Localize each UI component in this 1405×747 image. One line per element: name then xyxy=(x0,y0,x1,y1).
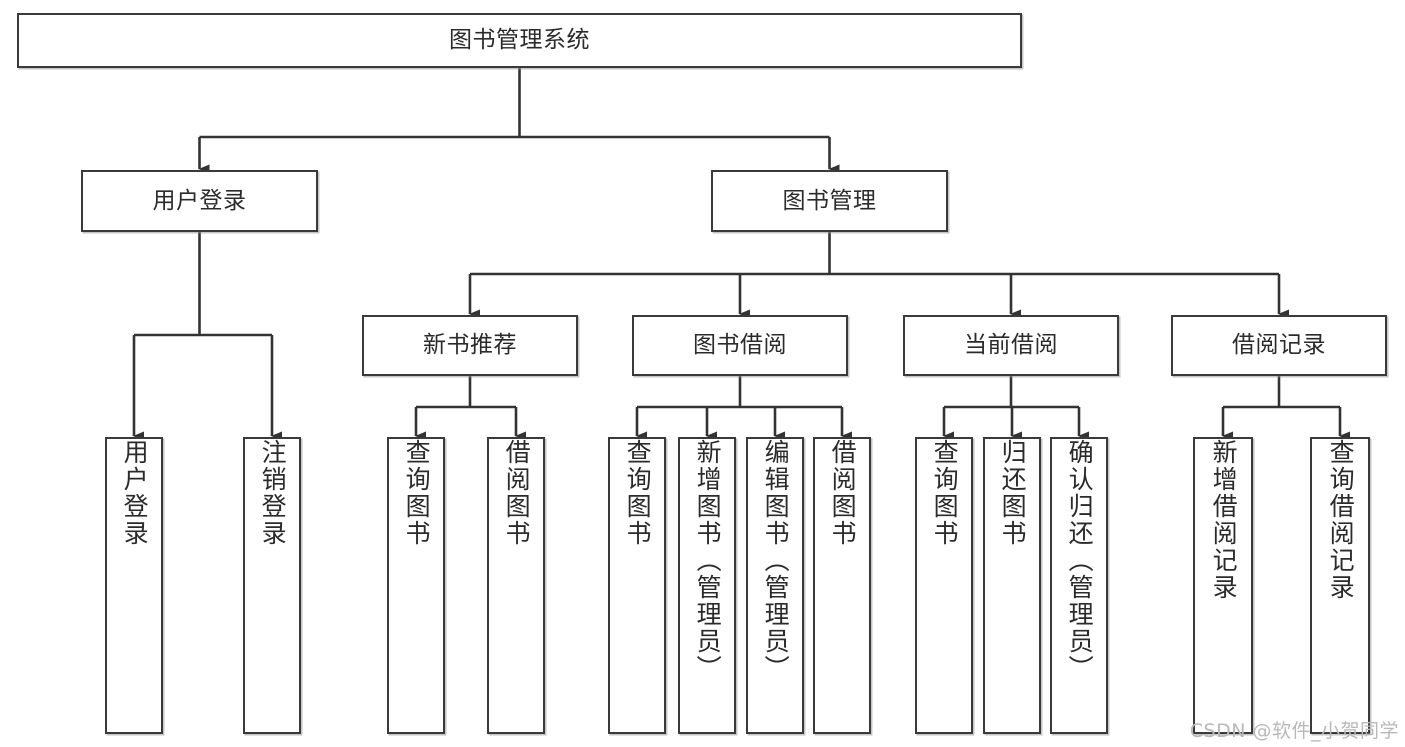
node-label-new-book-recommend: 新书推荐 xyxy=(423,332,517,358)
node-label-leaf-borrow-book: 借阅图书 xyxy=(828,439,858,547)
node-label-leaf-borrow-book-recommend: 借阅图书 xyxy=(502,439,532,547)
node-label-leaf-return-book: 归还图书 xyxy=(998,439,1028,547)
node-label-leaf-query-borrow-record: 查询借阅记录 xyxy=(1326,439,1356,601)
node-new-book-recommend[interactable]: 新书推荐 xyxy=(362,315,578,376)
node-label-user-login: 用户登录 xyxy=(152,187,247,214)
node-borrow-record[interactable]: 借阅记录 xyxy=(1171,315,1387,376)
node-user-login[interactable]: 用户登录 xyxy=(81,170,318,232)
node-leaf-query-book-borrow[interactable]: 查询图书 xyxy=(608,437,666,734)
node-label-leaf-query-book-current: 查询图书 xyxy=(930,439,960,547)
node-label-leaf-edit-book-admin: 编辑图书（管理员） xyxy=(761,439,791,682)
node-label-leaf-query-book-recommend: 查询图书 xyxy=(402,439,432,547)
watermark-text: CSDN @软件_小贺同学 xyxy=(1189,720,1399,742)
node-leaf-return-book[interactable]: 归还图书 xyxy=(983,437,1041,734)
edge-layer xyxy=(132,68,1350,441)
node-leaf-borrow-book[interactable]: 借阅图书 xyxy=(813,437,871,734)
node-book-borrow[interactable]: 图书借阅 xyxy=(632,315,848,376)
node-label-root: 图书管理系统 xyxy=(449,27,590,53)
node-leaf-add-book-admin[interactable]: 新增图书（管理员） xyxy=(678,437,736,734)
node-leaf-query-borrow-record[interactable]: 查询借阅记录 xyxy=(1310,437,1370,734)
node-label-borrow-record: 借阅记录 xyxy=(1232,332,1326,358)
node-leaf-borrow-book-recommend[interactable]: 借阅图书 xyxy=(487,437,545,734)
node-leaf-confirm-return-admin[interactable]: 确认归还（管理员） xyxy=(1050,437,1108,734)
node-label-leaf-add-borrow-record: 新增借阅记录 xyxy=(1209,439,1239,601)
node-label-leaf-add-book-admin: 新增图书（管理员） xyxy=(693,439,723,682)
node-leaf-user-login[interactable]: 用户登录 xyxy=(105,437,163,734)
node-label-leaf-user-login: 用户登录 xyxy=(120,439,150,547)
node-label-book-borrow: 图书借阅 xyxy=(693,332,787,358)
node-label-book-management: 图书管理 xyxy=(782,187,877,214)
node-leaf-query-book-current[interactable]: 查询图书 xyxy=(915,437,973,734)
node-leaf-logout-login[interactable]: 注销登录 xyxy=(243,437,301,734)
node-label-current-borrow: 当前借阅 xyxy=(964,332,1058,358)
node-label-leaf-logout-login: 注销登录 xyxy=(258,439,288,547)
node-leaf-edit-book-admin[interactable]: 编辑图书（管理员） xyxy=(746,437,804,734)
node-book-management[interactable]: 图书管理 xyxy=(711,170,948,232)
node-root[interactable]: 图书管理系统 xyxy=(17,13,1022,68)
node-leaf-query-book-recommend[interactable]: 查询图书 xyxy=(387,437,445,734)
node-label-leaf-confirm-return-admin: 确认归还（管理员） xyxy=(1065,439,1095,682)
node-current-borrow[interactable]: 当前借阅 xyxy=(903,315,1119,376)
node-label-leaf-query-book-borrow: 查询图书 xyxy=(623,439,653,547)
node-leaf-add-borrow-record[interactable]: 新增借阅记录 xyxy=(1193,437,1253,734)
